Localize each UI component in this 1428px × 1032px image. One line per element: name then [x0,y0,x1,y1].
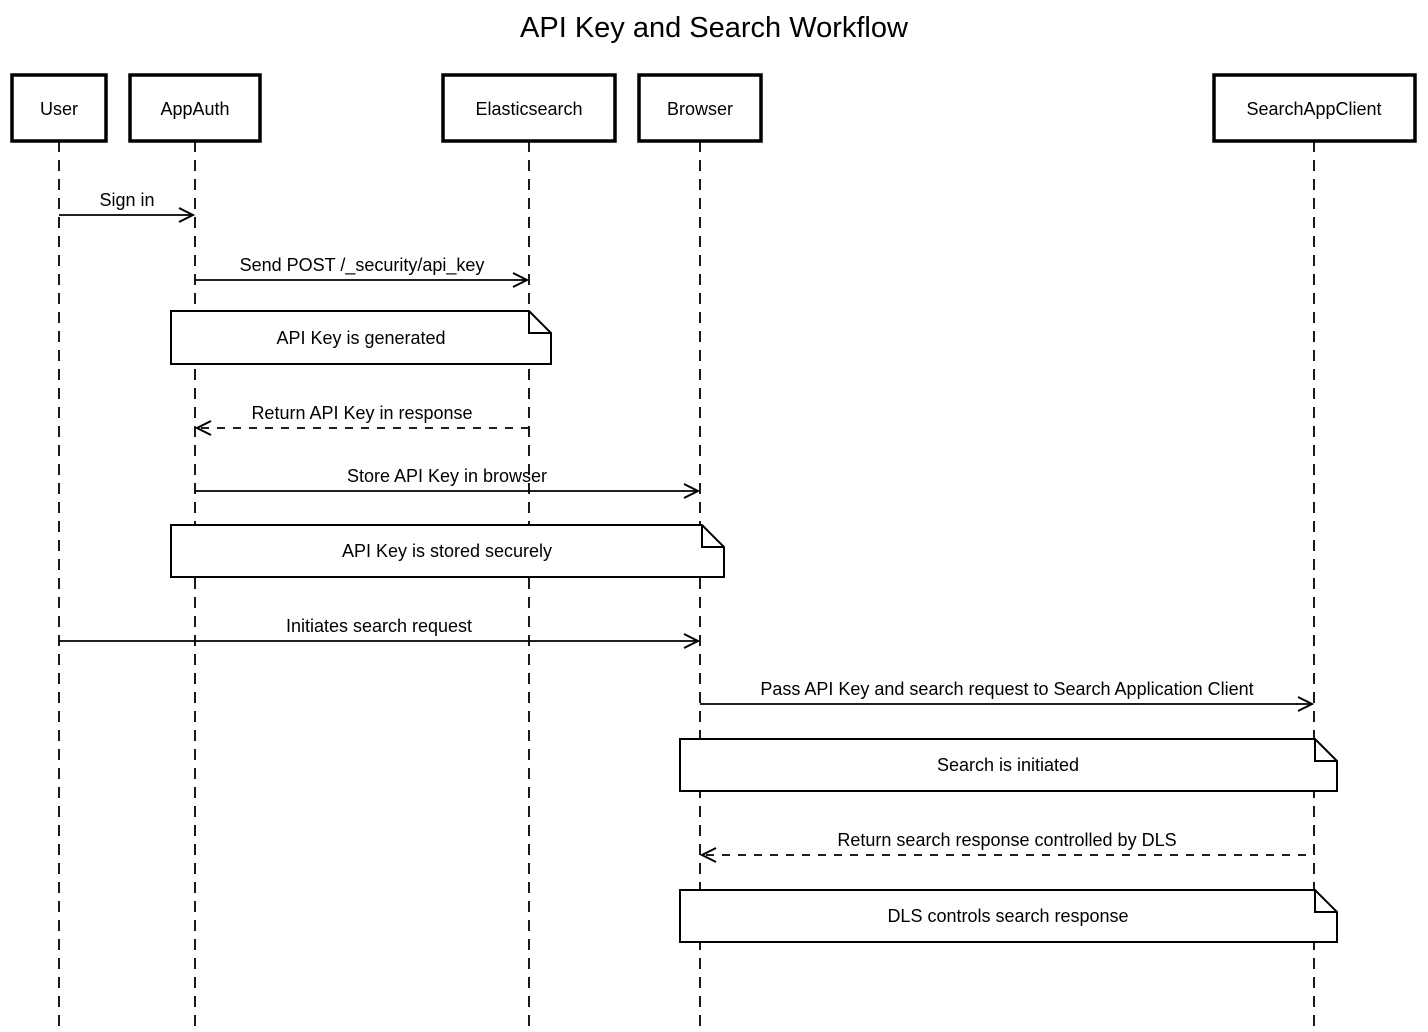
participant-user: User [10,73,108,143]
note-fold-corner-icon [701,525,724,548]
participant-box [128,73,262,143]
note-search-is-initiated: Search is initiated [679,738,1338,792]
message-store-api-key: Store API Key in browser [195,466,701,499]
message-return-search-response: Return search response controlled by DLS [699,830,1314,863]
note-fold-corner-icon [528,311,551,334]
arrowhead-right-icon [683,633,701,649]
note-label: Search is initiated [937,755,1079,775]
note-label: API Key is generated [276,328,445,348]
participant-browser: Browser [637,73,763,143]
note-api-key-stored-securely: API Key is stored securely [170,524,725,578]
message-pass-api-key-and-search-request: Pass API Key and search request to Searc… [700,679,1315,712]
note-box [679,738,1338,792]
arrowhead-right-icon [1297,696,1315,712]
participant-label: SearchAppClient [1246,99,1381,119]
note-label: DLS controls search response [887,906,1128,926]
message-label: Send POST /_security/api_key [240,255,485,276]
participant-box [10,73,108,143]
arrowhead-left-icon [699,847,717,863]
note-api-key-generated: API Key is generated [170,310,552,365]
participant-box [441,73,617,143]
message-label: Store API Key in browser [347,466,547,486]
note-box [170,524,725,578]
arrowhead-left-icon [194,420,212,436]
participant-label: User [40,99,78,119]
note-box [679,889,1338,943]
note-box [170,310,552,365]
message-label: Return search response controlled by DLS [837,830,1176,850]
note-fold-corner-icon [1314,739,1337,762]
note-label: API Key is stored securely [342,541,552,561]
participant-label: AppAuth [160,99,229,119]
message-label: Return API Key in response [251,403,472,423]
participant-searchappclient: SearchAppClient [1212,73,1417,143]
message-sign-in: Sign in [59,190,196,223]
participant-label: Elasticsearch [475,99,582,119]
arrowhead-right-icon [683,483,701,499]
diagram-title: API Key and Search Workflow [520,12,909,44]
message-initiates-search-request: Initiates search request [59,616,701,649]
message-label: Sign in [99,190,154,210]
participant-elasticsearch: Elasticsearch [441,73,617,143]
participant-label: Browser [667,99,733,119]
note-dls-controls-search-response: DLS controls search response [679,889,1338,943]
message-send-post-api-key: Send POST /_security/api_key [195,255,530,288]
message-return-api-key: Return API Key in response [194,403,529,436]
participant-box [637,73,763,143]
participant-box [1212,73,1417,143]
participant-appauth: AppAuth [128,73,262,143]
arrowhead-right-icon [512,272,530,288]
message-label: Initiates search request [286,616,472,636]
arrowhead-right-icon [178,207,196,223]
message-label: Pass API Key and search request to Searc… [760,679,1253,699]
note-fold-corner-icon [1314,890,1337,913]
